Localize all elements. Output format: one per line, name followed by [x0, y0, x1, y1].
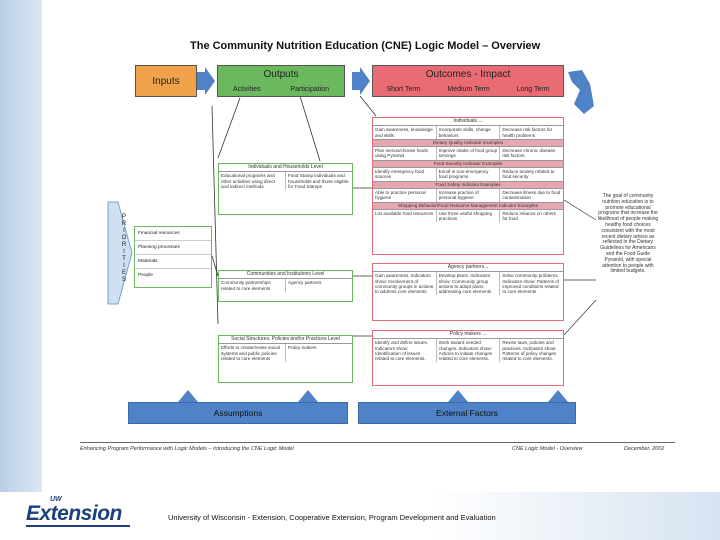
participation-label: Participation — [290, 86, 330, 93]
outcomes-row-security: Identify emergency food sources Enroll i… — [375, 168, 555, 181]
inputs-item-planning: Planning processes — [135, 241, 211, 255]
activities-label: Activities — [232, 86, 261, 93]
outcomes-row-safety: Able to practice personal hygiene Increa… — [375, 188, 561, 202]
outputs-to-outcomes-arrow — [352, 67, 370, 95]
outputs-social-participation: Policy makers — [288, 345, 317, 351]
inputs-list: Financial resources Planning processes M… — [134, 226, 212, 288]
outcomes-row-general: Gain awareness, knowledge and skills Inc… — [375, 126, 553, 139]
footer-mid: CNE Logic Model - Overview — [512, 446, 583, 452]
footer-right: December, 2002 — [624, 446, 665, 452]
assumptions-bar: Assumptions — [128, 402, 348, 424]
goal-connector-lines — [564, 200, 597, 336]
priorities-letter: O — [121, 235, 127, 241]
inputs-item-materials: Materials — [135, 255, 211, 269]
outputs-individuals-section: Individuals and Households Level Educati… — [218, 163, 353, 215]
outcomes-row-shopping: List available food resources Use three … — [375, 209, 556, 223]
up-arrows — [178, 390, 568, 402]
outputs-communities-activities: Community partnerships related to core e… — [219, 279, 286, 292]
footer-rule — [80, 442, 675, 443]
extension-logo: UW Extension — [22, 496, 134, 530]
short-term-label: Short Term — [386, 86, 421, 93]
priorities-letter: I — [123, 228, 125, 234]
priorities-letter: R — [121, 242, 127, 248]
outcomes-policy-section: Policy makers ... Identify and define is… — [372, 330, 564, 386]
inputs-item-people: People — [138, 273, 153, 278]
bottom-strip — [0, 492, 720, 540]
dietary-quality-strip: Dietary Quality Indicator Examples — [373, 138, 563, 148]
left-decorative-band — [0, 0, 42, 540]
outputs-social-activities: Efforts to create/revise social systems … — [219, 344, 286, 363]
outputs-communities-section: Communities and Institutions Level Commu… — [218, 270, 353, 302]
priorities-letter: E — [121, 270, 126, 276]
logo-underline — [26, 525, 130, 527]
external-factors-bar: External Factors — [358, 402, 576, 424]
logo-wordmark: Extension — [26, 502, 122, 525]
outcomes-header: Outcomes - Impact Short Term Medium Term… — [372, 65, 564, 97]
priorities-letter: I — [123, 249, 125, 255]
outcomes-agency-section: Agency partners... Gain awareness. Indic… — [372, 263, 564, 321]
priorities-letter: I — [123, 263, 125, 269]
page-title: The Community Nutrition Education (CNE) … — [190, 40, 541, 52]
logo-uw-text: UW — [50, 496, 62, 503]
inputs-to-outputs-arrow — [197, 67, 215, 95]
outcomes-row-dietary: Plan menus/choose foods using Pyramid Im… — [375, 147, 556, 160]
credit-line: University of Wisconsin - Extension, Coo… — [168, 513, 496, 522]
footer-left: Enhancing Program Performance with Logic… — [80, 446, 294, 452]
outcomes-individuals-section: Individuals ... Gain awareness, knowledg… — [372, 117, 564, 255]
food-safety-strip: Food Safety Indicator Examples — [373, 180, 563, 189]
shopping-behavior-strip: Shopping Behavior/Food Resource Manageme… — [373, 201, 563, 210]
food-security-strip: Food Security Indicator Examples — [373, 159, 563, 169]
cycle-back-arrow — [568, 70, 594, 114]
medium-term-label: Medium Term — [447, 86, 490, 93]
long-term-label: Long Term — [516, 86, 550, 93]
priorities-letter: S — [121, 277, 126, 283]
inputs-header: Inputs — [135, 65, 197, 97]
outputs-individuals-activities: Educational programs and other activitie… — [219, 172, 286, 191]
priorities-letter: R — [121, 221, 127, 227]
connector-arrows — [211, 96, 377, 337]
outputs-header: Outputs Activities Participation — [217, 65, 345, 97]
goal-statement: The goal of community nutrition educatio… — [597, 193, 659, 275]
outputs-communities-participation: Agency partners — [288, 280, 322, 286]
priorities-letter: P — [121, 214, 126, 220]
priorities-arrow — [107, 201, 133, 305]
outputs-social-section: Social Structures, Policies and/or Pract… — [218, 335, 353, 383]
inputs-item-financial: Financial resources — [135, 227, 211, 241]
outputs-individuals-participation: Food Stamp individuals and households an… — [288, 173, 349, 189]
priorities-letter: T — [122, 256, 126, 262]
